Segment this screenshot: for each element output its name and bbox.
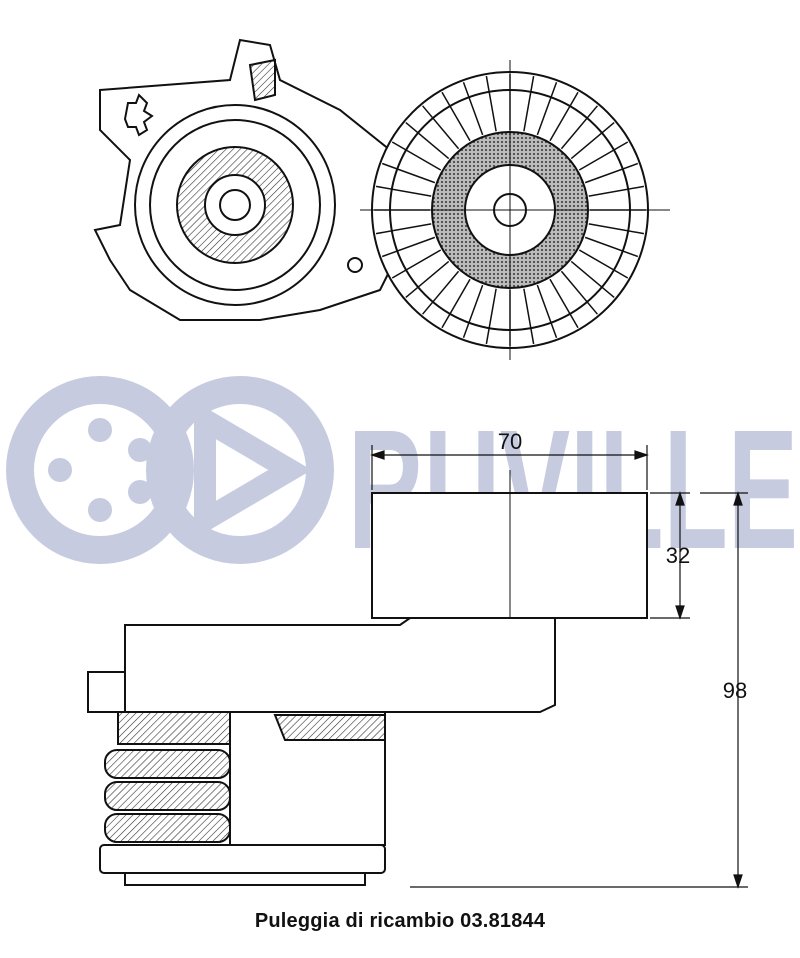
pulley-rib xyxy=(523,288,535,345)
pulley-rib xyxy=(375,223,432,235)
pulley-rib xyxy=(391,141,442,171)
dimension-height-label: 32 xyxy=(666,543,690,568)
pulley-rib xyxy=(584,162,639,184)
pulley-rib xyxy=(405,122,450,160)
dimension-width-label: 70 xyxy=(498,429,522,454)
pulley-rib xyxy=(578,141,629,171)
pulley-rib xyxy=(422,270,460,315)
pulley-rib xyxy=(536,81,558,136)
pulley-rib xyxy=(523,75,535,132)
caption: Puleggia di ricambio 03.81844 xyxy=(254,910,546,932)
pulley-rib xyxy=(578,249,629,279)
pulley-rib xyxy=(549,278,579,329)
pulley-rib xyxy=(405,260,450,298)
pulley-rib xyxy=(560,105,598,150)
pulley-rib xyxy=(381,236,436,258)
pulley-rib xyxy=(570,260,615,298)
tensioner-side-view xyxy=(87,470,648,886)
pulley-rib xyxy=(441,278,471,329)
pulley-rib xyxy=(422,105,460,150)
pulley-rib xyxy=(381,162,436,184)
pulley-rib xyxy=(441,91,471,142)
tensioner-top-view xyxy=(93,38,397,321)
pulley-rib xyxy=(560,270,598,315)
pulley-top-view xyxy=(360,60,670,360)
dimension-lines xyxy=(370,445,748,889)
pulley-rib xyxy=(584,236,639,258)
dimension-total-height-label: 98 xyxy=(723,678,747,703)
pulley-rib xyxy=(485,288,497,345)
pulley-rib xyxy=(549,91,579,142)
pulley-rib xyxy=(588,185,645,197)
pulley-rib xyxy=(588,223,645,235)
pulley-rib xyxy=(391,249,442,279)
pulley-rib xyxy=(462,284,484,339)
pulley-rib xyxy=(462,81,484,136)
pulley-rib xyxy=(570,122,615,160)
pulley-rib xyxy=(375,185,432,197)
pulley-rib xyxy=(536,284,558,339)
pulley-rib xyxy=(485,75,497,132)
